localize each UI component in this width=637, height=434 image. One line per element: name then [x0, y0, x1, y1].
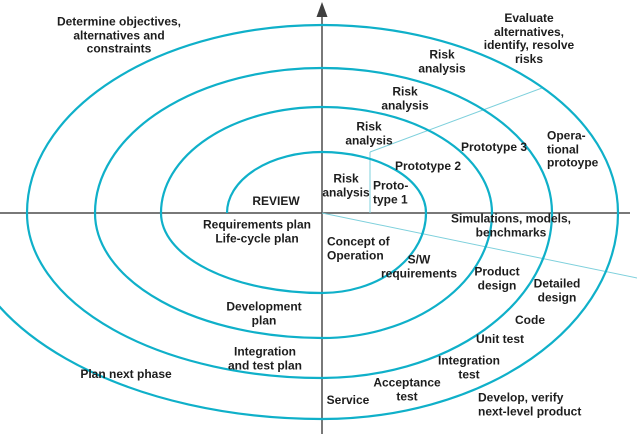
up-arrow-icon — [316, 2, 328, 17]
develop-sector-divider-line — [321, 212, 637, 279]
prototype-sector-divider-line — [369, 87, 543, 153]
spiral-path — [0, 23, 620, 421]
